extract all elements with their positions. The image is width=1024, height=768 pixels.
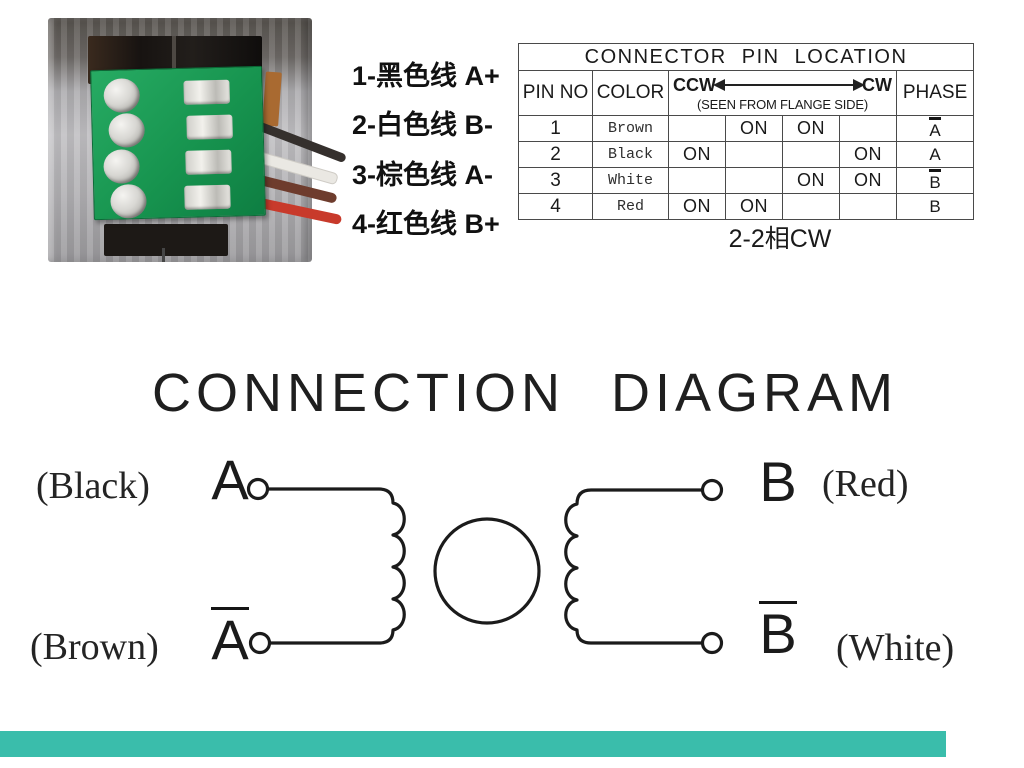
- letter-b: B: [759, 450, 797, 513]
- wire-name-red: (Red): [822, 463, 909, 505]
- connector-photo: [48, 10, 347, 262]
- state-cell: ON: [668, 141, 726, 168]
- state-cell: [782, 141, 840, 168]
- solder-pad: [184, 184, 231, 210]
- coil-a: [266, 487, 406, 645]
- diagram-title: CONNECTION DIAGRAM: [152, 363, 899, 423]
- solder-joint: [110, 183, 147, 219]
- solder-joint: [103, 77, 141, 113]
- solder-pad: [186, 114, 233, 140]
- wire-name-brown: (Brown): [30, 626, 159, 668]
- wire-label-1: 1-黑色线 A+: [352, 61, 500, 91]
- state-cell: [668, 167, 726, 194]
- state-cell: [839, 193, 897, 220]
- cw-label: CW: [862, 74, 892, 95]
- state-cell: ON: [839, 141, 897, 168]
- table-row: 2 Black ON ON A: [518, 141, 975, 168]
- table-row: 3 White ON ON B: [518, 167, 975, 194]
- double-arrow-icon: [713, 80, 865, 90]
- phase-letter: A: [929, 116, 941, 139]
- rotor-circle: [433, 517, 541, 625]
- coil-b: [564, 488, 704, 645]
- state-cell: [725, 167, 783, 194]
- state-cell: ON: [839, 167, 897, 194]
- solder-joint: [108, 112, 146, 148]
- pin-number: 4: [518, 193, 593, 220]
- phase-cell: A: [895, 141, 975, 168]
- phase-letter: B: [929, 196, 941, 216]
- state-cell: [839, 115, 897, 142]
- wire-color: Brown: [592, 115, 669, 142]
- table-row: 1 Brown ON ON A: [518, 115, 975, 142]
- table-title: CONNECTOR PIN LOCATION: [517, 43, 975, 71]
- solder-pad: [185, 149, 232, 175]
- terminal-letter-b: B: [750, 454, 806, 510]
- wire-name-black: (Black): [36, 465, 150, 507]
- phase-cell: A: [895, 115, 975, 142]
- wire-color: White: [592, 167, 669, 194]
- letter-a: A: [211, 448, 249, 511]
- pcb-board: [90, 65, 266, 221]
- wire-color: Black: [592, 141, 669, 168]
- terminal-b: [700, 478, 724, 502]
- connector-pin-table: CONNECTOR PIN LOCATION PIN NO COLOR CCW …: [517, 43, 975, 220]
- terminal-a: [246, 477, 270, 501]
- ccw-label: CCW: [673, 74, 716, 95]
- state-cell: [668, 115, 726, 142]
- terminal-letter-a-bar: A: [202, 607, 258, 668]
- wire-label-2: 2-白色线 B-: [352, 110, 493, 140]
- motor-winding-schematic: [246, 477, 724, 655]
- footer-accent-bar: [0, 731, 946, 757]
- slot-divider: [172, 36, 176, 84]
- phase-cell: B: [895, 193, 975, 220]
- pin-number: 1: [518, 115, 593, 142]
- letter-a-bar: A: [211, 607, 249, 671]
- terminal-b-bar: [700, 631, 724, 655]
- phase-letter: B: [929, 168, 941, 191]
- col-header-pin: PIN NO: [518, 70, 593, 116]
- state-cell: ON: [782, 167, 840, 194]
- state-cell: ON: [668, 193, 726, 220]
- solder-pad: [183, 79, 230, 105]
- terminal-a-bar: [248, 631, 272, 655]
- phase-cell: B: [895, 167, 975, 194]
- phase-letter: A: [929, 144, 941, 164]
- terminal-letter-b-bar: B: [750, 601, 806, 662]
- col-header-phase: PHASE: [895, 70, 975, 116]
- state-cell: ON: [725, 193, 783, 220]
- flange-note: (SEEN FROM FLANGE SIDE): [697, 96, 868, 112]
- pin-number: 3: [518, 167, 593, 194]
- state-cell: ON: [725, 115, 783, 142]
- table-caption: 2-2相CW: [728, 225, 832, 253]
- state-cell: [782, 193, 840, 220]
- wire-label-4: 4-红色线 B+: [352, 209, 500, 239]
- wire-name-white: (White): [836, 627, 955, 669]
- table-row: 4 Red ON ON B: [518, 193, 975, 220]
- col-header-direction: CCW CW (SEEN FROM FLANGE SIDE): [668, 70, 897, 116]
- col-header-color: COLOR: [592, 70, 669, 116]
- pin-number: 2: [518, 141, 593, 168]
- terminal-letter-a: A: [202, 452, 258, 508]
- state-cell: ON: [782, 115, 840, 142]
- wire-color: Red: [592, 193, 669, 220]
- solder-joint: [103, 149, 141, 184]
- letter-b-bar: B: [759, 601, 797, 665]
- motor-spindle: [162, 248, 165, 262]
- state-cell: [725, 141, 783, 168]
- motor-bottom-slot: [104, 224, 228, 256]
- wire-label-3: 3-棕色线 A-: [352, 160, 493, 190]
